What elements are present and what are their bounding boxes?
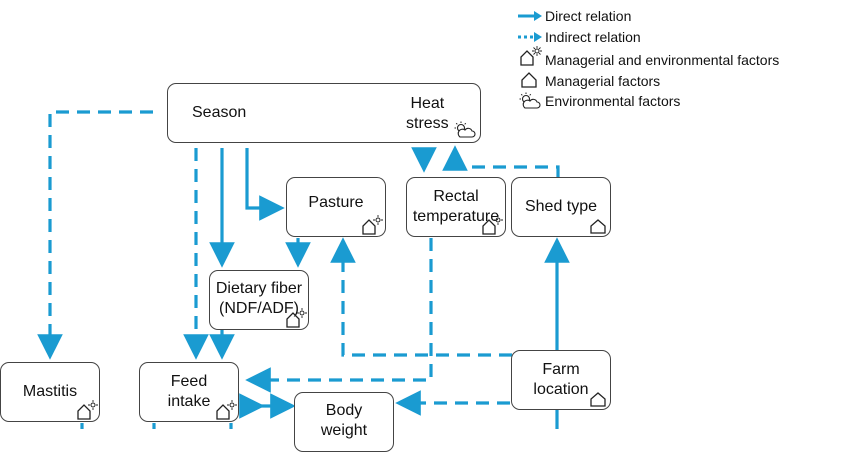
- node-body-weight-label: Body weight: [320, 402, 368, 439]
- house-sun-icon: [77, 400, 98, 420]
- node-farm-location-label: Farm location: [533, 361, 589, 398]
- sun-cloud-icon: [519, 92, 541, 109]
- house-sun-icon: [286, 308, 307, 328]
- house-sun-icon: [520, 46, 542, 66]
- legend: Direct relation Indirect relation Manage…: [517, 6, 817, 114]
- arrow-shedtype-heatstress: [442, 145, 560, 178]
- node-rectal-temperature-label: Rectal temperature: [412, 188, 500, 225]
- node-heat-stress-label: Heat stress: [406, 95, 449, 132]
- node-farm-location: Farm location: [511, 350, 611, 410]
- node-dietary-fiber-label: Dietary fiber (NDF/ADF): [215, 280, 303, 317]
- legend-indirect-label: Indirect relation: [545, 29, 641, 45]
- sun-cloud-icon: [454, 121, 476, 138]
- node-pasture: Pasture: [286, 177, 386, 237]
- node-mastitis: Mastitis: [0, 362, 100, 422]
- legend-direct-label: Direct relation: [545, 8, 632, 24]
- house-sun-icon: [362, 215, 383, 235]
- node-feed-intake: Feed intake: [139, 362, 239, 422]
- legend-environmental-label: Environmental factors: [545, 93, 681, 109]
- node-dietary-fiber: Dietary fiber (NDF/ADF): [209, 270, 309, 330]
- arrow-season-pasture: [245, 148, 285, 221]
- house-sun-icon: [482, 215, 503, 235]
- node-mastitis-label: Mastitis: [22, 383, 78, 400]
- house-icon: [521, 72, 537, 88]
- legend-both-label: Managerial and environmental factors: [545, 52, 780, 68]
- house-sun-icon: [216, 400, 237, 420]
- arrow-farmlocation-pasture: [330, 237, 512, 357]
- node-pasture-label: Pasture: [308, 194, 364, 211]
- node-shed-type-label: Shed type: [524, 198, 598, 215]
- arrow-layer: [37, 100, 570, 429]
- direct-arrow-icon: [518, 11, 542, 21]
- arrow-rectaltemp-feedintake: [245, 238, 433, 393]
- node-season: Season Heat stress: [167, 83, 481, 143]
- node-body-weight: Body weight: [294, 392, 394, 452]
- house-icon: [590, 392, 606, 407]
- house-icon: [590, 219, 606, 234]
- node-feed-intake-label: Feed intake: [167, 373, 211, 410]
- legend-managerial-label: Managerial factors: [545, 73, 661, 89]
- node-season-label: Season: [192, 104, 247, 121]
- arrow-season-mastitis: [37, 110, 153, 360]
- diagram-canvas: Direct relation Indirect relation Manage…: [0, 6, 817, 452]
- indirect-arrow-icon: [518, 32, 542, 42]
- node-shed-type: Shed type: [511, 177, 611, 237]
- node-rectal-temperature: Rectal temperature: [406, 177, 506, 237]
